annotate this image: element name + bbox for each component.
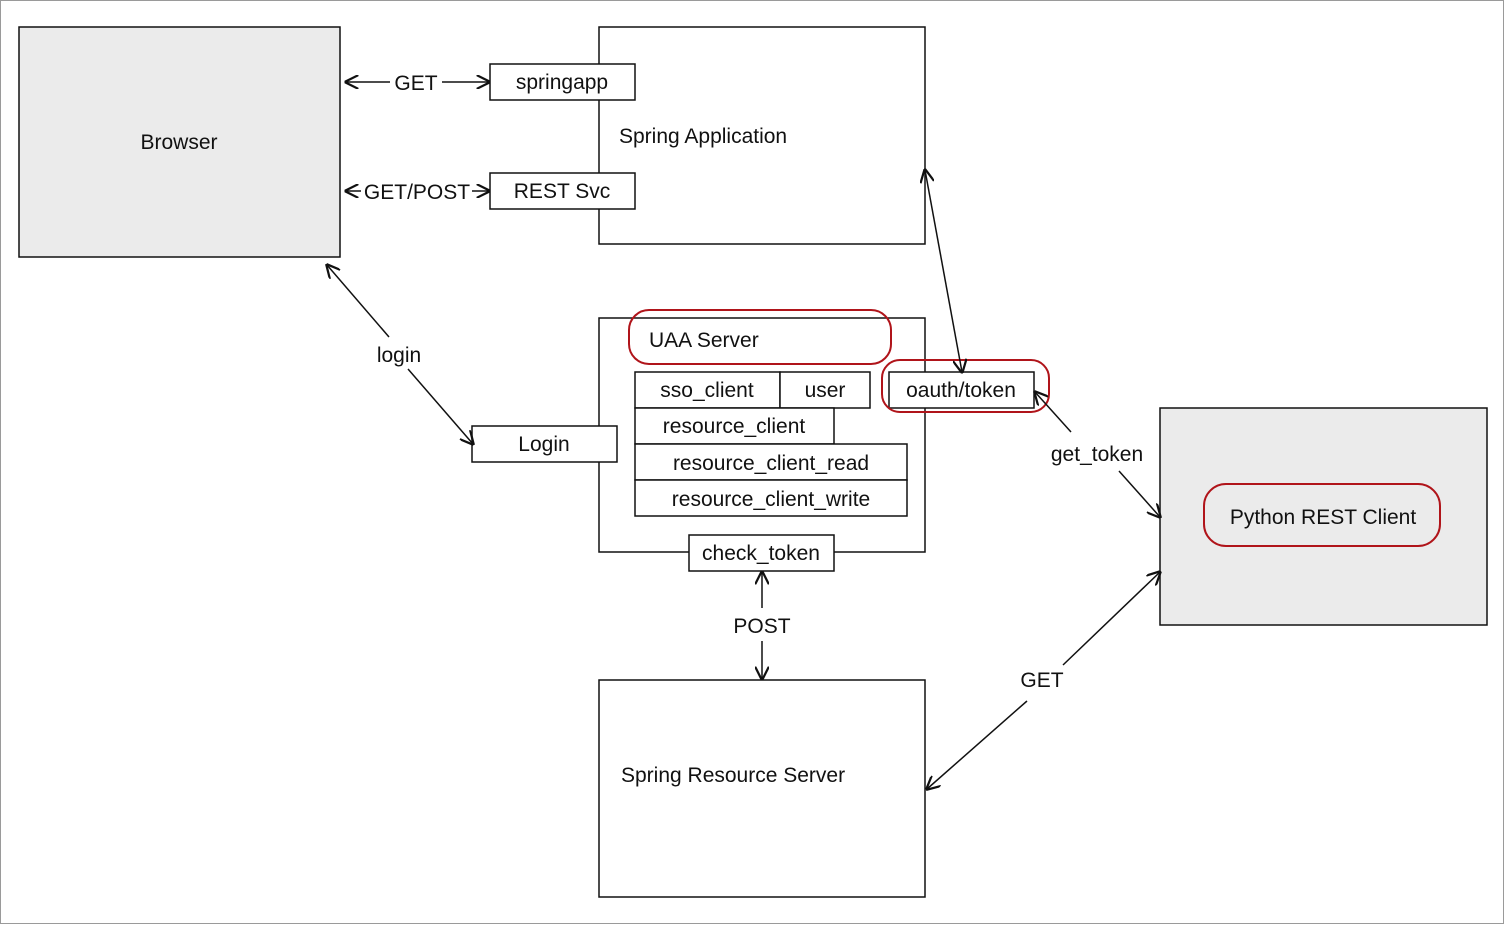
resource-client-write-label: resource_client_write [672,488,870,511]
edge-springapp-oauth [925,170,962,372]
check-token-label: check_token [702,542,820,565]
browser-node: Browser [18,26,341,258]
python-rest-client-node: Python REST Client [1159,407,1488,626]
edge-browser-rest-svc: GET/POST [346,181,489,204]
browser-label: Browser [140,131,217,154]
spring-application-node: Spring Application [598,26,926,245]
edge-check-token-resource: POST [733,572,791,679]
check-token-endpoint: check_token [688,534,835,572]
spring-resource-server-node: Spring Resource Server [598,679,926,898]
resource-client-read-label: resource_client_read [673,452,869,475]
springapp-label: springapp [516,71,608,94]
sso-client-label: sso_client [660,379,754,402]
edge-browser-springapp: GET [346,72,489,95]
rest-svc-endpoint: REST Svc [489,172,636,210]
spring-resource-server-label: Spring Resource Server [621,764,845,787]
user-label: user [805,379,846,402]
oauth-token-endpoint: oauth/token [881,359,1050,413]
edge-label-login: login [377,344,421,367]
resource-client-read-scope: resource_client_read [634,443,908,481]
python-rest-client-highlight [1203,483,1441,547]
edge-label-get: GET [394,72,437,95]
resource-client-write-scope: resource_client_write [634,479,908,517]
springapp-endpoint: springapp [489,63,636,101]
resource-client-label: resource_client [663,415,806,438]
rest-svc-label: REST Svc [514,180,610,203]
uaa-server-label: UAA Server [649,329,759,352]
user-scope: user [779,371,871,409]
sso-client-scope: sso_client [634,371,781,409]
spring-application-label: Spring Application [619,125,787,148]
edge-label-post: POST [733,615,790,638]
edge-label-get-token: get_token [1051,443,1143,466]
edge-browser-login: login [327,265,473,444]
edge-oauth-python: get_token [1035,392,1160,517]
uaa-server-highlight [628,309,892,365]
oauth-token-label: oauth/token [906,379,1016,402]
edge-label-get-resource: GET [1020,669,1063,692]
python-rest-client-label: Python REST Client [1230,506,1417,529]
edge-python-resource: GET [927,572,1160,789]
resource-client-scope: resource_client [634,407,835,445]
edge-label-get-post: GET/POST [364,181,470,204]
login-label: Login [518,433,569,456]
login-endpoint: Login [471,425,618,463]
